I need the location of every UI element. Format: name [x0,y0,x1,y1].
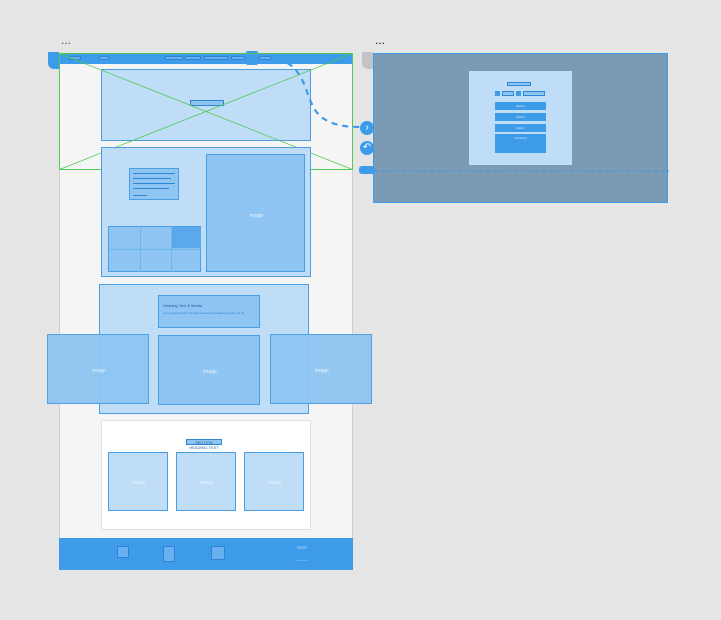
chevron-right-icon: › [365,122,369,133]
undo-icon: ↶ [362,142,372,153]
card-label: image [200,480,214,486]
nav-link[interactable] [99,56,109,60]
showcase-tile-left[interactable]: image [47,334,149,404]
modal-title [507,82,531,86]
frame-menu-left[interactable]: ... [61,33,72,47]
nav-link[interactable] [165,56,183,60]
feature-image-label: image [249,213,264,219]
tile-label: image [203,369,217,375]
modal-option-row[interactable]: Option [495,124,546,132]
modal-tab[interactable] [502,91,514,96]
preview-modal[interactable]: Option Option Option Continue [469,71,572,165]
nav-link[interactable] [204,56,228,60]
card-label: image [268,480,282,486]
showcase-subtitle: Lorem ipsum dolor sit amet consectetur a… [163,311,245,315]
hero-caption [190,100,224,106]
feature-image[interactable]: image [206,154,305,272]
showcase-title: Heading Text & Media [163,303,203,308]
overflow-handle[interactable] [359,166,375,174]
feature-section[interactable]: image [101,147,311,277]
modal-option-row[interactable]: Option [495,113,546,121]
preview-handle[interactable] [362,52,373,69]
footer-column[interactable] [117,546,129,558]
hero-block[interactable] [101,69,311,141]
gallery-highlight [171,227,201,248]
tile-label: image [315,368,329,374]
frame-menu-right[interactable]: ... [375,33,386,47]
modal-tab-icon[interactable] [516,91,521,96]
footer [59,538,353,570]
card-item[interactable]: image [244,452,304,511]
preview-frame[interactable]: Option Option Option Continue [373,53,669,203]
footer-column[interactable] [211,546,225,560]
feature-text-box[interactable] [129,168,179,200]
preview-scroll-line [374,170,669,172]
showcase-heading-box[interactable]: Heading Text & Media Lorem ipsum dolor s… [158,295,260,328]
footer-column[interactable] [163,546,175,562]
nav-link[interactable] [259,56,271,60]
card-item[interactable]: image [176,452,236,511]
cards-header: SECTION HEADING TEXT [186,439,222,450]
tile-label: image [92,368,106,374]
feature-gallery[interactable] [108,226,201,272]
frame-handle-top[interactable] [246,51,258,65]
card-item[interactable]: image [108,452,168,511]
showcase-tile-right[interactable]: image [270,334,372,404]
modal-tab-icon[interactable] [495,91,500,96]
modal-option-row[interactable]: Option [495,102,546,110]
nav-link[interactable] [185,56,201,60]
showcase-tile-center[interactable]: image [158,335,260,405]
next-screen-button[interactable]: › [360,121,374,135]
modal-submit-button[interactable]: Continue [495,134,546,153]
modal-tab[interactable] [523,91,545,96]
prototype-connection[interactable] [275,55,370,135]
undo-button[interactable]: ↶ [360,141,374,155]
footer-social-line [297,560,307,561]
footer-social[interactable] [297,546,307,549]
card-label: image [132,480,146,486]
frame-handle-left[interactable] [48,52,59,69]
nav-link[interactable] [231,56,245,60]
cards-section[interactable]: SECTION HEADING TEXT image image image [101,420,311,530]
nav-bar [59,53,353,64]
